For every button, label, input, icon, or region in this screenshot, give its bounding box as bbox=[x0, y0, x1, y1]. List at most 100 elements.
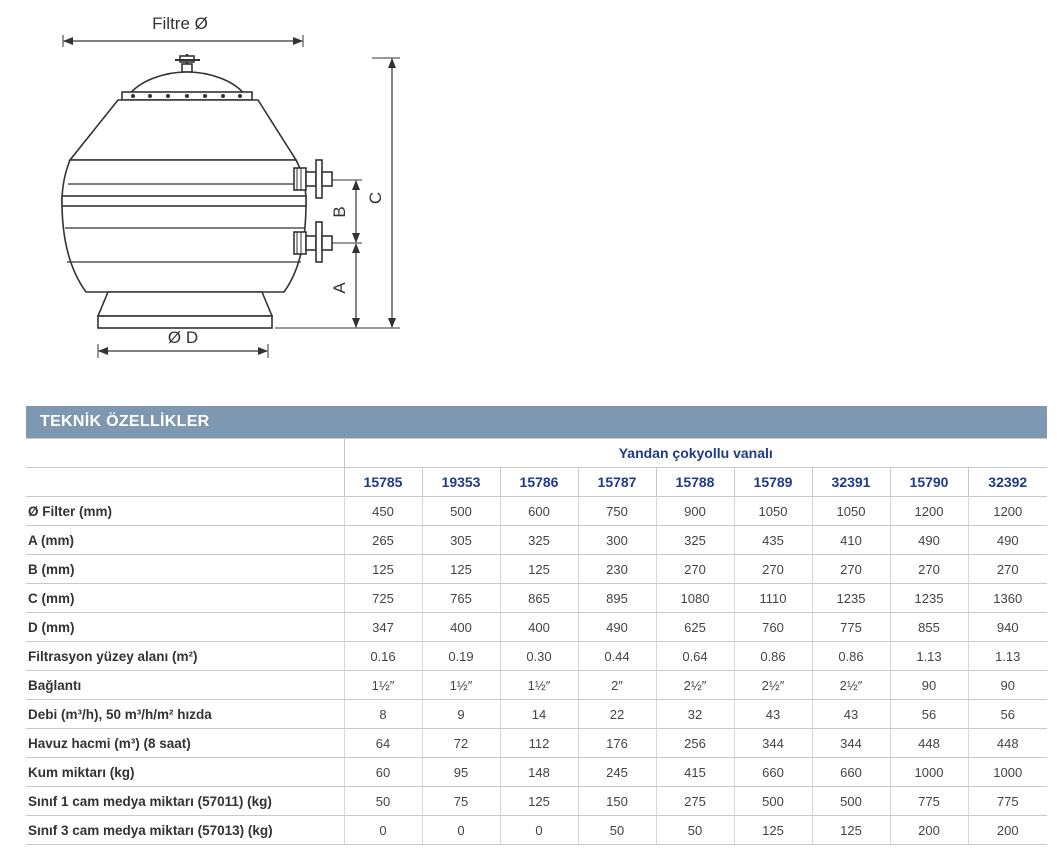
dim-c-label: C bbox=[366, 192, 385, 204]
table-cell: 1.13 bbox=[889, 641, 968, 671]
product-code: 32391 bbox=[811, 467, 890, 497]
table-cell: 43 bbox=[733, 699, 812, 729]
table-cell: 95 bbox=[421, 757, 500, 787]
table-cell: 760 bbox=[733, 612, 812, 642]
table-cell: 2½″ bbox=[733, 670, 812, 700]
table-cell: 1080 bbox=[655, 583, 734, 613]
table-cell: 125 bbox=[499, 554, 578, 584]
table-cell: 1½″ bbox=[421, 670, 500, 700]
row-label: Havuz hacmi (m³) (8 saat) bbox=[26, 728, 344, 758]
product-code: 15788 bbox=[655, 467, 734, 497]
table-cell: 415 bbox=[655, 757, 734, 787]
table-cell: 775 bbox=[967, 786, 1048, 816]
base-diameter-dimension: Ø D bbox=[97, 328, 269, 358]
row-label: Filtrasyon yüzey alanı (m²) bbox=[26, 641, 344, 671]
product-code: 19353 bbox=[421, 467, 500, 497]
table-cell: 270 bbox=[733, 554, 812, 584]
table-cell: 347 bbox=[343, 612, 422, 642]
table-cell: 75 bbox=[421, 786, 500, 816]
table-cell: 275 bbox=[655, 786, 734, 816]
section-title-bar: TEKNİK ÖZELLİKLER bbox=[26, 406, 1047, 438]
table-cell: 300 bbox=[577, 525, 656, 555]
code-row-label-cell bbox=[26, 467, 344, 497]
table-cell: 1360 bbox=[967, 583, 1048, 613]
table-cell: 125 bbox=[811, 815, 890, 845]
table-cell: 0 bbox=[343, 815, 422, 845]
group-header-row: Yandan çokyollu vanalı bbox=[26, 438, 1048, 468]
table-cell: 270 bbox=[889, 554, 968, 584]
table-cell: 1235 bbox=[889, 583, 968, 613]
table-cell: 256 bbox=[655, 728, 734, 758]
table-cell: 112 bbox=[499, 728, 578, 758]
product-code: 15785 bbox=[343, 467, 422, 497]
table-cell: 1200 bbox=[889, 496, 968, 526]
table-cell: 410 bbox=[811, 525, 890, 555]
table-cell: 1200 bbox=[967, 496, 1048, 526]
product-code: 15787 bbox=[577, 467, 656, 497]
table-cell: 270 bbox=[811, 554, 890, 584]
table-cell: 150 bbox=[577, 786, 656, 816]
table-cell: 56 bbox=[889, 699, 968, 729]
table-cell: 200 bbox=[967, 815, 1048, 845]
table-cell: 50 bbox=[577, 815, 656, 845]
row-label: Bağlantı bbox=[26, 670, 344, 700]
table-cell: 1000 bbox=[967, 757, 1048, 787]
inlet-port-icon bbox=[293, 159, 333, 199]
table-cell: 344 bbox=[811, 728, 890, 758]
table-cell: 490 bbox=[577, 612, 656, 642]
table-cell: 0.30 bbox=[499, 641, 578, 671]
table-cell: 0.16 bbox=[343, 641, 422, 671]
table-cell: 1½″ bbox=[343, 670, 422, 700]
table-cell: 22 bbox=[577, 699, 656, 729]
row-label: Sınıf 1 cam medya miktarı (57011) (kg) bbox=[26, 786, 344, 816]
table-cell: 265 bbox=[343, 525, 422, 555]
table-cell: 176 bbox=[577, 728, 656, 758]
table-cell: 940 bbox=[967, 612, 1048, 642]
table-cell: 855 bbox=[889, 612, 968, 642]
table-cell: 1050 bbox=[811, 496, 890, 526]
table-cell: 64 bbox=[343, 728, 422, 758]
table-cell: 725 bbox=[343, 583, 422, 613]
table-cell: 56 bbox=[967, 699, 1048, 729]
table-cell: 305 bbox=[421, 525, 500, 555]
dim-b-label: B bbox=[330, 206, 349, 217]
table-cell: 125 bbox=[733, 815, 812, 845]
height-dimensions bbox=[275, 57, 400, 329]
table-cell: 90 bbox=[889, 670, 968, 700]
table-cell: 148 bbox=[499, 757, 578, 787]
table-cell: 450 bbox=[343, 496, 422, 526]
table-cell: 50 bbox=[655, 815, 734, 845]
table-cell: 0.86 bbox=[811, 641, 890, 671]
table-cell: 500 bbox=[733, 786, 812, 816]
row-label: B (mm) bbox=[26, 554, 344, 584]
table-cell: 500 bbox=[421, 496, 500, 526]
product-code: 15790 bbox=[889, 467, 968, 497]
table-cell: 0.64 bbox=[655, 641, 734, 671]
table-cell: 344 bbox=[733, 728, 812, 758]
section-title: TEKNİK ÖZELLİKLER bbox=[40, 413, 210, 430]
dim-a-label: A bbox=[330, 282, 349, 294]
table-cell: 660 bbox=[811, 757, 890, 787]
table-cell: 0.19 bbox=[421, 641, 500, 671]
table-cell: 0.44 bbox=[577, 641, 656, 671]
table-cell: 0.86 bbox=[733, 641, 812, 671]
product-code: 15789 bbox=[733, 467, 812, 497]
row-label: Kum miktarı (kg) bbox=[26, 757, 344, 787]
table-cell: 325 bbox=[655, 525, 734, 555]
table-cell: 1235 bbox=[811, 583, 890, 613]
air-valve-icon bbox=[175, 54, 200, 73]
table-cell: 435 bbox=[733, 525, 812, 555]
table-cell: 775 bbox=[811, 612, 890, 642]
table-cell: 448 bbox=[967, 728, 1048, 758]
